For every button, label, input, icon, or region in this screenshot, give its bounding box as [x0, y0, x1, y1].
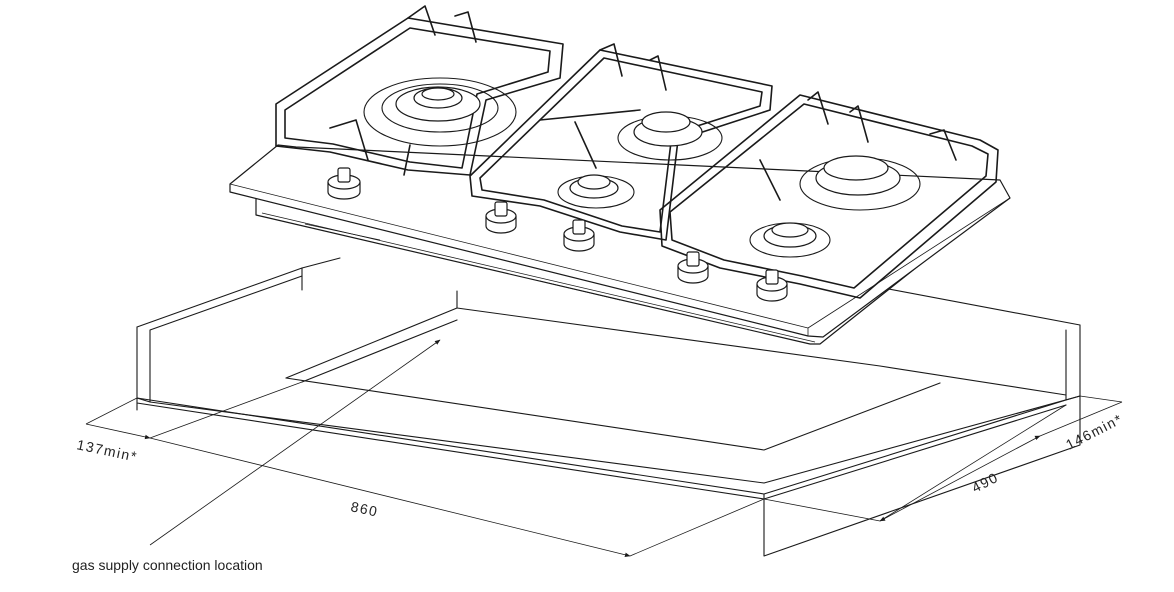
control-knobs: [327, 167, 788, 302]
dimension-lines: [85, 381, 1123, 557]
rear-burner-right: [799, 155, 921, 211]
gas-supply-leader: [149, 339, 441, 546]
knob-1-icon: [327, 167, 361, 200]
rear-burner-middle: [617, 111, 723, 161]
dim-width: 860: [349, 498, 380, 519]
gas-supply-label: gas supply connection location: [72, 557, 263, 573]
wok-burner: [363, 77, 517, 147]
knob-2-icon: [485, 201, 517, 234]
knob-4-icon: [677, 251, 709, 284]
gas-hob: [229, 5, 1011, 345]
knob-3-icon: [563, 219, 595, 252]
front-burner-right: [749, 222, 831, 258]
worktop-cutout: [136, 257, 1081, 557]
front-burner-middle: [557, 174, 635, 209]
knob-5-icon: [756, 269, 788, 302]
dim-depth: 490: [969, 469, 1001, 496]
dim-right-clearance: 146min*: [1063, 410, 1125, 452]
burners: [363, 77, 921, 258]
dim-left-clearance: 137min*: [75, 436, 139, 465]
